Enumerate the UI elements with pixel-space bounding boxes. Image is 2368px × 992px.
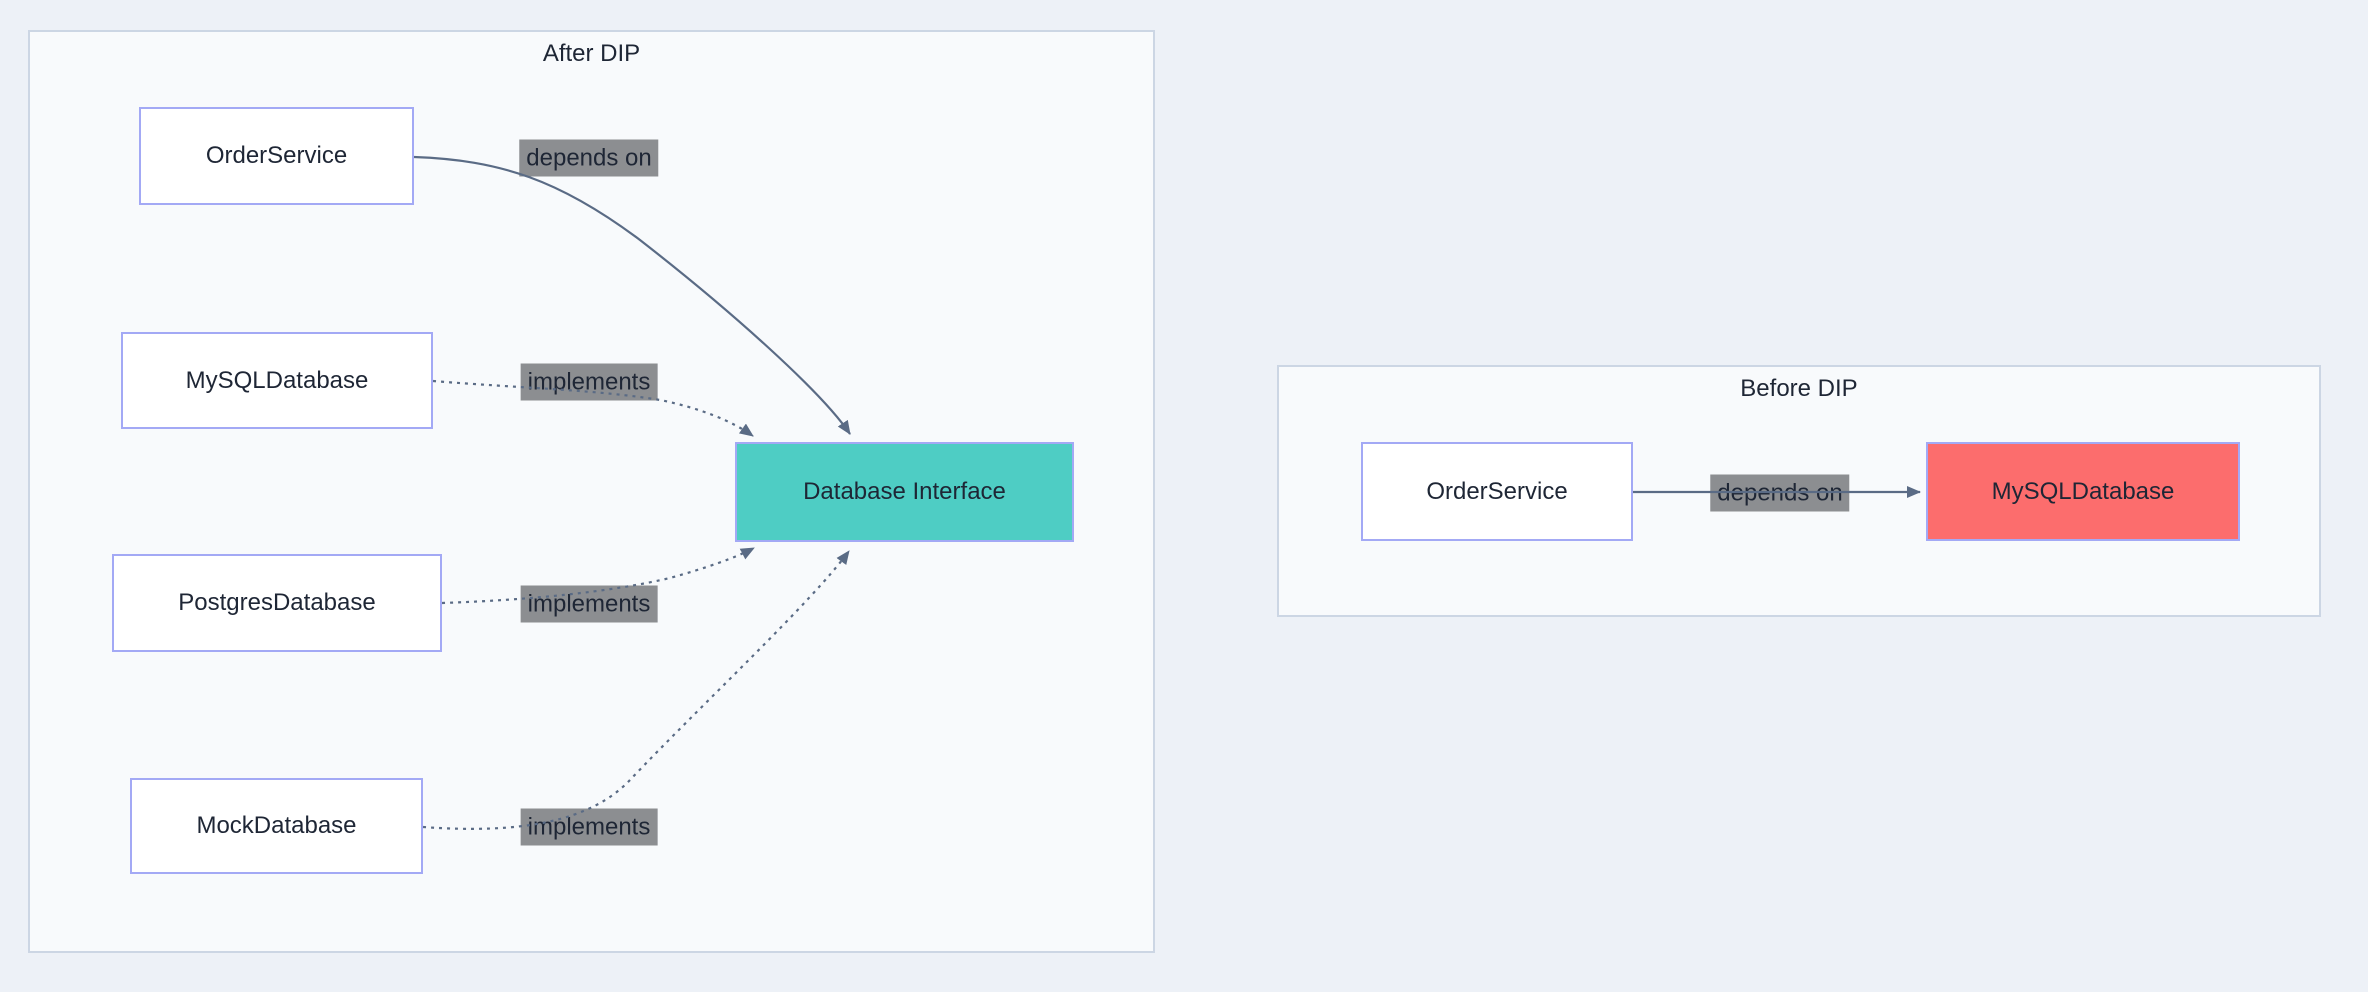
node-database-interface: Database Interface xyxy=(735,442,1074,542)
node-label: Database Interface xyxy=(803,478,1006,505)
edge-label-implements-mock: implements xyxy=(520,808,658,846)
panel-after-dip-title: After DIP xyxy=(542,40,641,67)
node-order-service-after: OrderService xyxy=(139,107,414,205)
node-label: MySQLDatabase xyxy=(185,366,369,394)
node-mysql-database-after: MySQLDatabase xyxy=(121,332,433,429)
edge-label-depends-on-after: depends on xyxy=(519,139,659,177)
node-label: MySQLDatabase xyxy=(1991,477,2175,505)
node-label: OrderService xyxy=(1426,477,1568,505)
panel-before-dip-title: Before DIP xyxy=(1740,375,1858,402)
node-mysql-database-before: MySQLDatabase xyxy=(1926,442,2240,541)
edge-label-depends-on-before: depends on xyxy=(1710,474,1850,512)
node-postgres-database-after: PostgresDatabase xyxy=(112,554,442,652)
node-mock-database-after: MockDatabase xyxy=(130,778,423,874)
node-label: OrderService xyxy=(205,142,348,169)
edge-label-implements-mysql: implements xyxy=(520,363,658,401)
edge-label-implements-postgres: implements xyxy=(520,585,658,623)
node-label: PostgresDatabase xyxy=(178,589,376,616)
node-order-service-before: OrderService xyxy=(1361,442,1633,541)
node-label: MockDatabase xyxy=(196,812,357,839)
